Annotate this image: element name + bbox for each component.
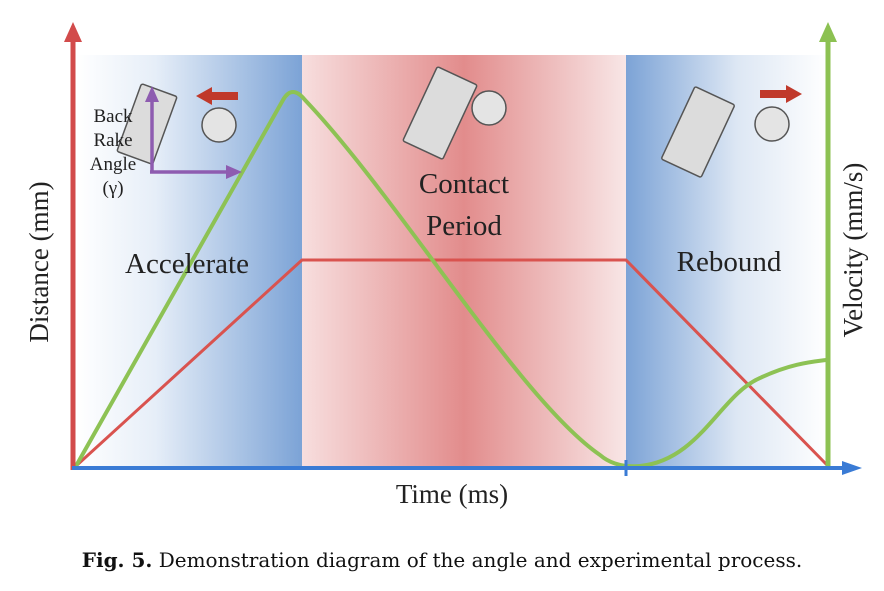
figure-caption-text: Demonstration diagram of the angle and e… — [158, 548, 803, 572]
process-diagram: Accelerate Contact Period Rebound Back R… — [24, 22, 868, 509]
angle-vertical-arrowhead — [145, 86, 159, 102]
distance-axis-label: Distance (mm) — [24, 181, 54, 342]
time-axis-arrowhead — [842, 461, 862, 475]
contact-label-line2: Period — [426, 210, 502, 242]
velocity-axis-label: Velocity (mm/s) — [838, 163, 868, 338]
angle-horizontal-arrowhead — [226, 165, 242, 179]
angle-label-line3: Angle — [90, 154, 136, 175]
ball-icon — [754, 106, 790, 142]
velocity-curve — [74, 90, 828, 469]
distance-axis-arrowhead — [64, 22, 82, 42]
ball-icon — [201, 107, 237, 143]
rebound-zone — [626, 55, 828, 468]
arrow-right-icon — [760, 85, 802, 103]
angle-label-line4: (γ) — [102, 178, 123, 199]
figure-caption: Fig. 5. Demonstration diagram of the ang… — [0, 548, 884, 572]
rectangle-tool-icon — [402, 66, 478, 160]
figure-number: Fig. 5. — [81, 548, 153, 572]
contact-label-line1: Contact — [419, 168, 509, 200]
rebound-label: Rebound — [677, 246, 782, 278]
arrow-left-icon — [196, 87, 238, 105]
time-axis-label: Time (ms) — [396, 479, 508, 509]
rectangle-tool-icon — [661, 86, 735, 178]
ball-icon — [471, 90, 507, 126]
distance-curve — [74, 258, 830, 468]
velocity-axis-arrowhead — [819, 22, 837, 42]
angle-label-line1: Back — [93, 106, 133, 127]
diagram-canvas: Accelerate Contact Period Rebound Back R… — [24, 22, 868, 509]
angle-label-line2: Rake — [93, 130, 132, 151]
rectangle-tool-icon — [116, 83, 178, 165]
accelerate-label: Accelerate — [125, 248, 249, 280]
